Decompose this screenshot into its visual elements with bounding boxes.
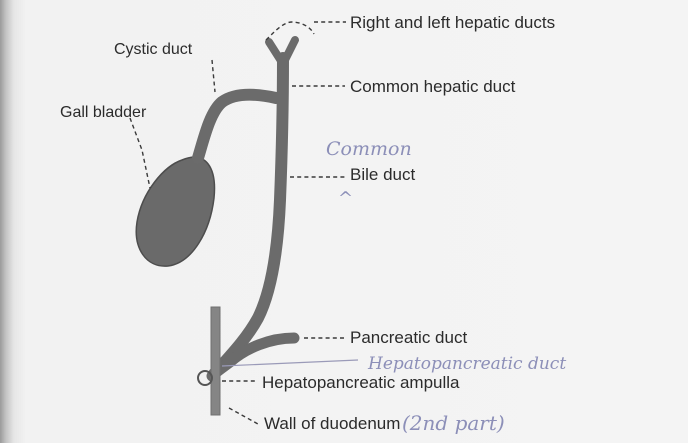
label-bile-duct: Bile duct [350,165,415,184]
label-duodenum-wall: Wall of duodenum [264,414,400,433]
label-ampulla: Hepatopancreatic ampulla [262,373,460,392]
leader-handwritten [222,360,358,366]
leader-cystic-duct [212,60,215,92]
leader-hepatic-ducts [266,22,346,40]
label-pancreatic-duct: Pancreatic duct [350,328,467,347]
label-gall-bladder: Gall bladder [60,104,147,121]
handwritten-caret: ^ [338,188,353,209]
leader-gall-bladder [130,118,150,188]
hepatic-fork-shape [269,40,295,64]
duodenal-wall-shape [211,307,220,415]
leader-duodenum-wall [229,408,258,424]
cystic-duct-shape [198,95,276,158]
gall-bladder-shape [136,157,214,266]
handwritten-second-part: (2nd part) [402,411,505,435]
label-hepatic-ducts: Right and left hepatic ducts [350,13,555,32]
handwritten-common: Common [326,138,412,160]
label-common-hepatic: Common hepatic duct [350,77,516,96]
label-cystic-duct: Cystic duct [114,41,193,58]
handwritten-hepatopancreatic-duct: Hepatopancreatic duct [367,354,566,374]
